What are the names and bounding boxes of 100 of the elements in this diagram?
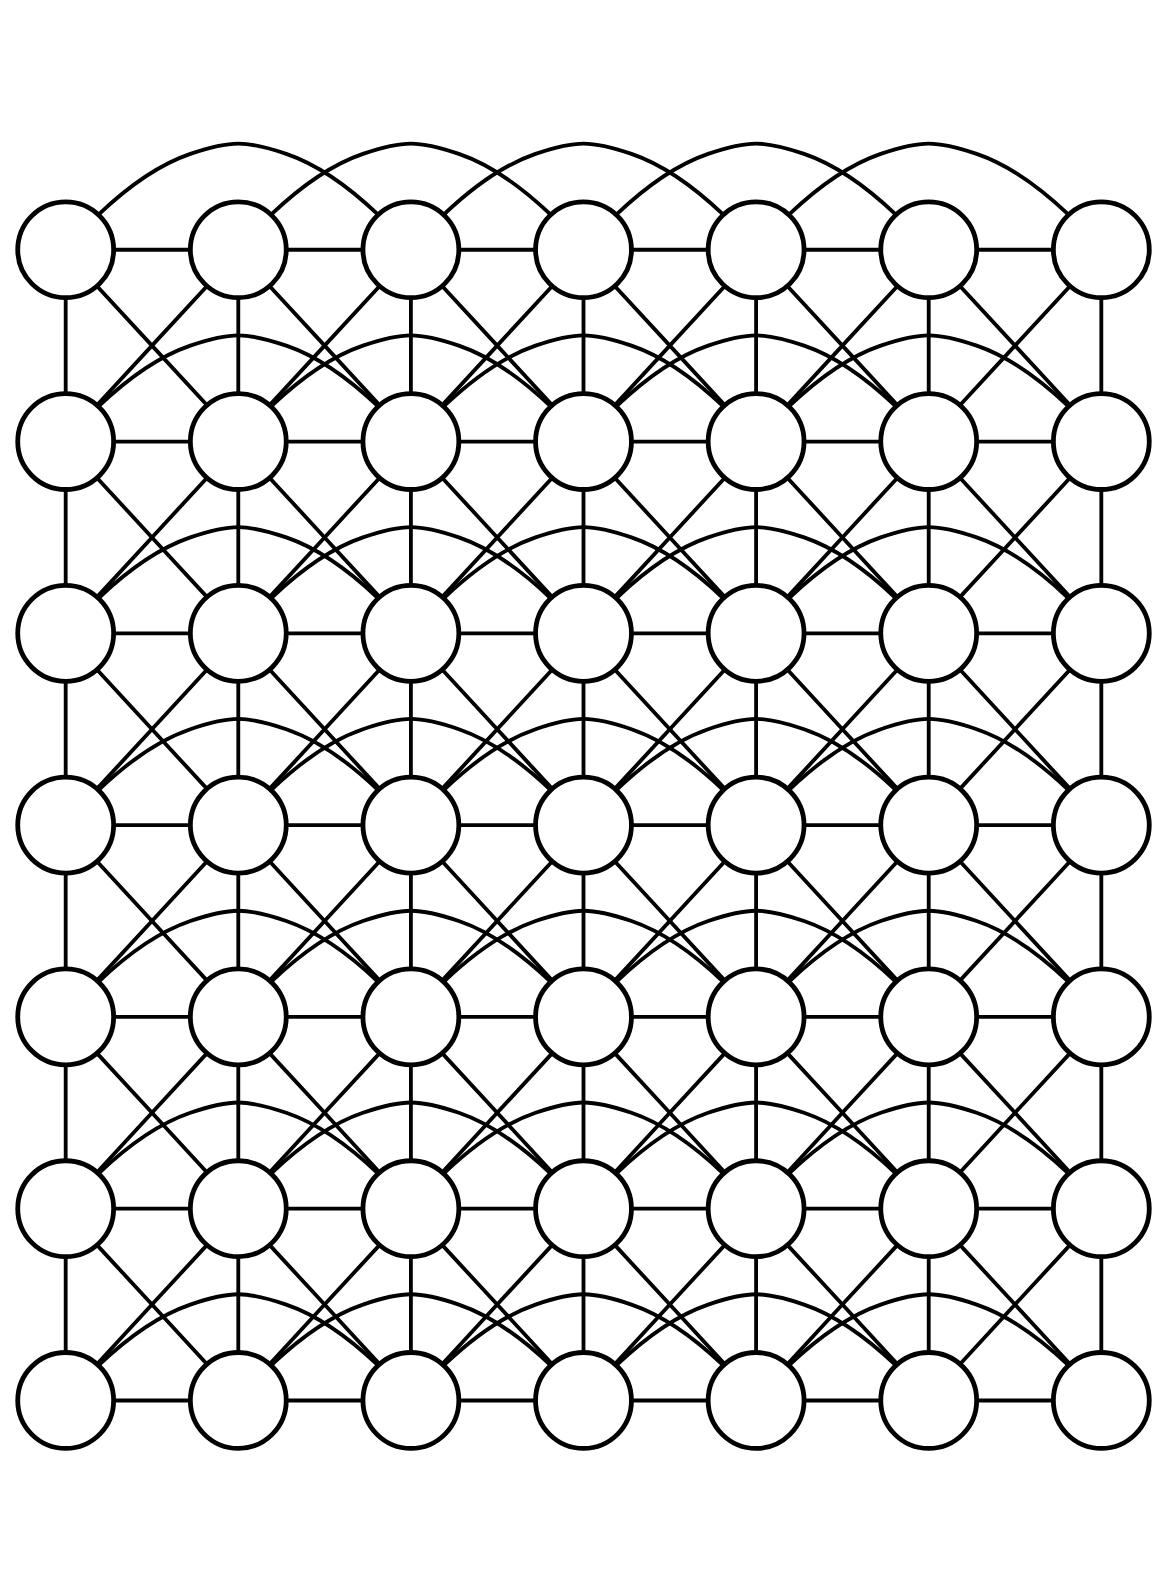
connector bbox=[977, 439, 1053, 443]
connector bbox=[63, 1256, 68, 1352]
connector bbox=[958, 1051, 1072, 1173]
node-circle bbox=[1050, 966, 1152, 1067]
connector bbox=[804, 630, 881, 635]
connector bbox=[754, 489, 758, 585]
node-circle bbox=[533, 774, 634, 875]
node-circle bbox=[705, 1349, 807, 1451]
connector bbox=[97, 524, 379, 599]
node-circle bbox=[878, 198, 980, 300]
connector bbox=[958, 1243, 1072, 1365]
node-circle bbox=[1050, 390, 1152, 492]
node-circle bbox=[187, 966, 289, 1067]
connector bbox=[615, 1100, 897, 1174]
connector bbox=[95, 860, 209, 982]
connector bbox=[804, 247, 881, 252]
connector bbox=[114, 1206, 190, 1211]
connector bbox=[786, 476, 899, 598]
node-circle bbox=[878, 774, 980, 875]
connector bbox=[786, 1051, 899, 1173]
connector bbox=[270, 333, 552, 407]
node-circle bbox=[878, 390, 980, 492]
connector bbox=[63, 681, 68, 777]
connector bbox=[95, 1243, 209, 1365]
connector bbox=[581, 681, 586, 777]
node-circle bbox=[705, 966, 807, 1067]
connector bbox=[442, 141, 725, 216]
node-circle bbox=[1050, 1157, 1152, 1259]
connector bbox=[114, 822, 190, 827]
connector bbox=[459, 1398, 536, 1402]
connector bbox=[459, 439, 536, 443]
connector bbox=[632, 630, 708, 635]
node-circle bbox=[878, 1157, 980, 1259]
connector bbox=[95, 284, 209, 406]
connector bbox=[114, 1014, 190, 1019]
node-circle bbox=[360, 1157, 462, 1259]
connector bbox=[270, 716, 552, 791]
connector bbox=[236, 873, 241, 969]
connector bbox=[236, 681, 241, 777]
connector bbox=[581, 1065, 586, 1161]
connector bbox=[442, 333, 725, 407]
connector bbox=[442, 1100, 725, 1174]
connector bbox=[615, 716, 897, 791]
connector bbox=[1099, 1256, 1104, 1352]
connector bbox=[408, 681, 413, 777]
connector bbox=[97, 141, 379, 216]
connector bbox=[754, 297, 758, 393]
connector bbox=[632, 822, 708, 827]
connector bbox=[804, 1398, 881, 1402]
node-circle bbox=[705, 390, 807, 492]
connector bbox=[786, 1243, 899, 1365]
connector bbox=[786, 284, 899, 406]
connector bbox=[286, 1014, 363, 1019]
connector bbox=[408, 1065, 413, 1161]
node-circle bbox=[360, 966, 462, 1067]
connector bbox=[442, 524, 725, 599]
connector bbox=[95, 668, 209, 790]
node-circle bbox=[187, 774, 289, 875]
connector bbox=[788, 333, 1070, 407]
connector bbox=[926, 1065, 931, 1161]
connector bbox=[268, 668, 381, 790]
connector bbox=[459, 1206, 536, 1211]
connector bbox=[958, 476, 1072, 598]
node-circle bbox=[878, 582, 980, 684]
connector bbox=[286, 247, 363, 252]
connector bbox=[63, 1065, 68, 1161]
connector bbox=[754, 1256, 758, 1352]
connector bbox=[63, 873, 68, 969]
connector bbox=[754, 1065, 758, 1161]
connector bbox=[270, 908, 552, 983]
node-circle bbox=[1050, 198, 1152, 300]
connector bbox=[114, 630, 190, 635]
connector bbox=[1099, 489, 1104, 585]
connector bbox=[615, 908, 897, 983]
connector bbox=[63, 489, 68, 585]
connector bbox=[95, 1051, 209, 1173]
connector bbox=[788, 1291, 1070, 1366]
node-circle bbox=[360, 774, 462, 875]
node-circle bbox=[360, 1349, 462, 1451]
connector bbox=[615, 333, 897, 407]
connector bbox=[926, 681, 931, 777]
connector bbox=[268, 1051, 381, 1173]
connector bbox=[926, 873, 931, 969]
node-circle bbox=[705, 582, 807, 684]
node-circle bbox=[360, 390, 462, 492]
connector bbox=[459, 630, 536, 635]
connector bbox=[442, 716, 725, 791]
connector bbox=[97, 1100, 379, 1174]
connector bbox=[286, 1206, 363, 1211]
node-circle bbox=[15, 1157, 117, 1259]
connector bbox=[270, 1291, 552, 1366]
connector bbox=[114, 247, 190, 252]
connector bbox=[97, 908, 379, 983]
node-circle bbox=[705, 198, 807, 300]
connector bbox=[286, 1398, 363, 1402]
connector bbox=[581, 297, 586, 393]
connector bbox=[408, 1256, 413, 1352]
node-circle bbox=[1050, 774, 1152, 875]
node-circle bbox=[187, 198, 289, 300]
connector bbox=[632, 247, 708, 252]
